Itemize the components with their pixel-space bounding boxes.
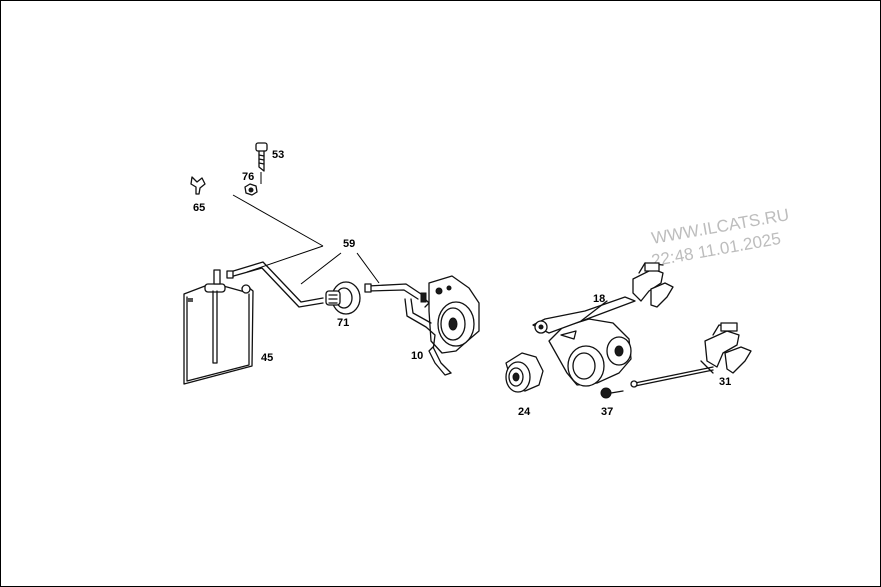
- callout-31: 31: [719, 376, 731, 388]
- part-71-grommet[interactable]: [325, 281, 361, 315]
- part-18-wiper-motor-linkage[interactable]: [532, 262, 674, 387]
- part-31-linkage-rod[interactable]: [630, 322, 752, 388]
- part-24-bushing[interactable]: [505, 352, 544, 393]
- callout-24: 24: [518, 406, 531, 418]
- callout-53: 53: [272, 149, 284, 161]
- callout-37: 37: [601, 406, 613, 418]
- part-59-hose-right[interactable]: [364, 283, 422, 300]
- leader-lines-59: [232, 194, 380, 285]
- callout-10: 10: [411, 350, 423, 362]
- part-37-bolt[interactable]: [600, 387, 624, 399]
- callout-18: 18: [593, 293, 605, 305]
- callout-45: 45: [261, 352, 273, 364]
- part-53-screw[interactable]: [255, 142, 268, 172]
- callout-71: 71: [337, 317, 349, 329]
- callout-76: 76: [242, 171, 254, 183]
- part-65-wing-screw[interactable]: [190, 176, 206, 195]
- part-59-hose-left[interactable]: [226, 261, 324, 308]
- callout-59: 59: [343, 238, 355, 250]
- watermark: WWW.ILCATS.RU 22:48 11.01.2025: [650, 205, 791, 270]
- part-10-washer-pump[interactable]: [404, 275, 480, 376]
- callout-65: 65: [193, 202, 205, 214]
- part-76-nut[interactable]: [244, 172, 262, 196]
- part-45-reservoir[interactable]: [183, 269, 254, 385]
